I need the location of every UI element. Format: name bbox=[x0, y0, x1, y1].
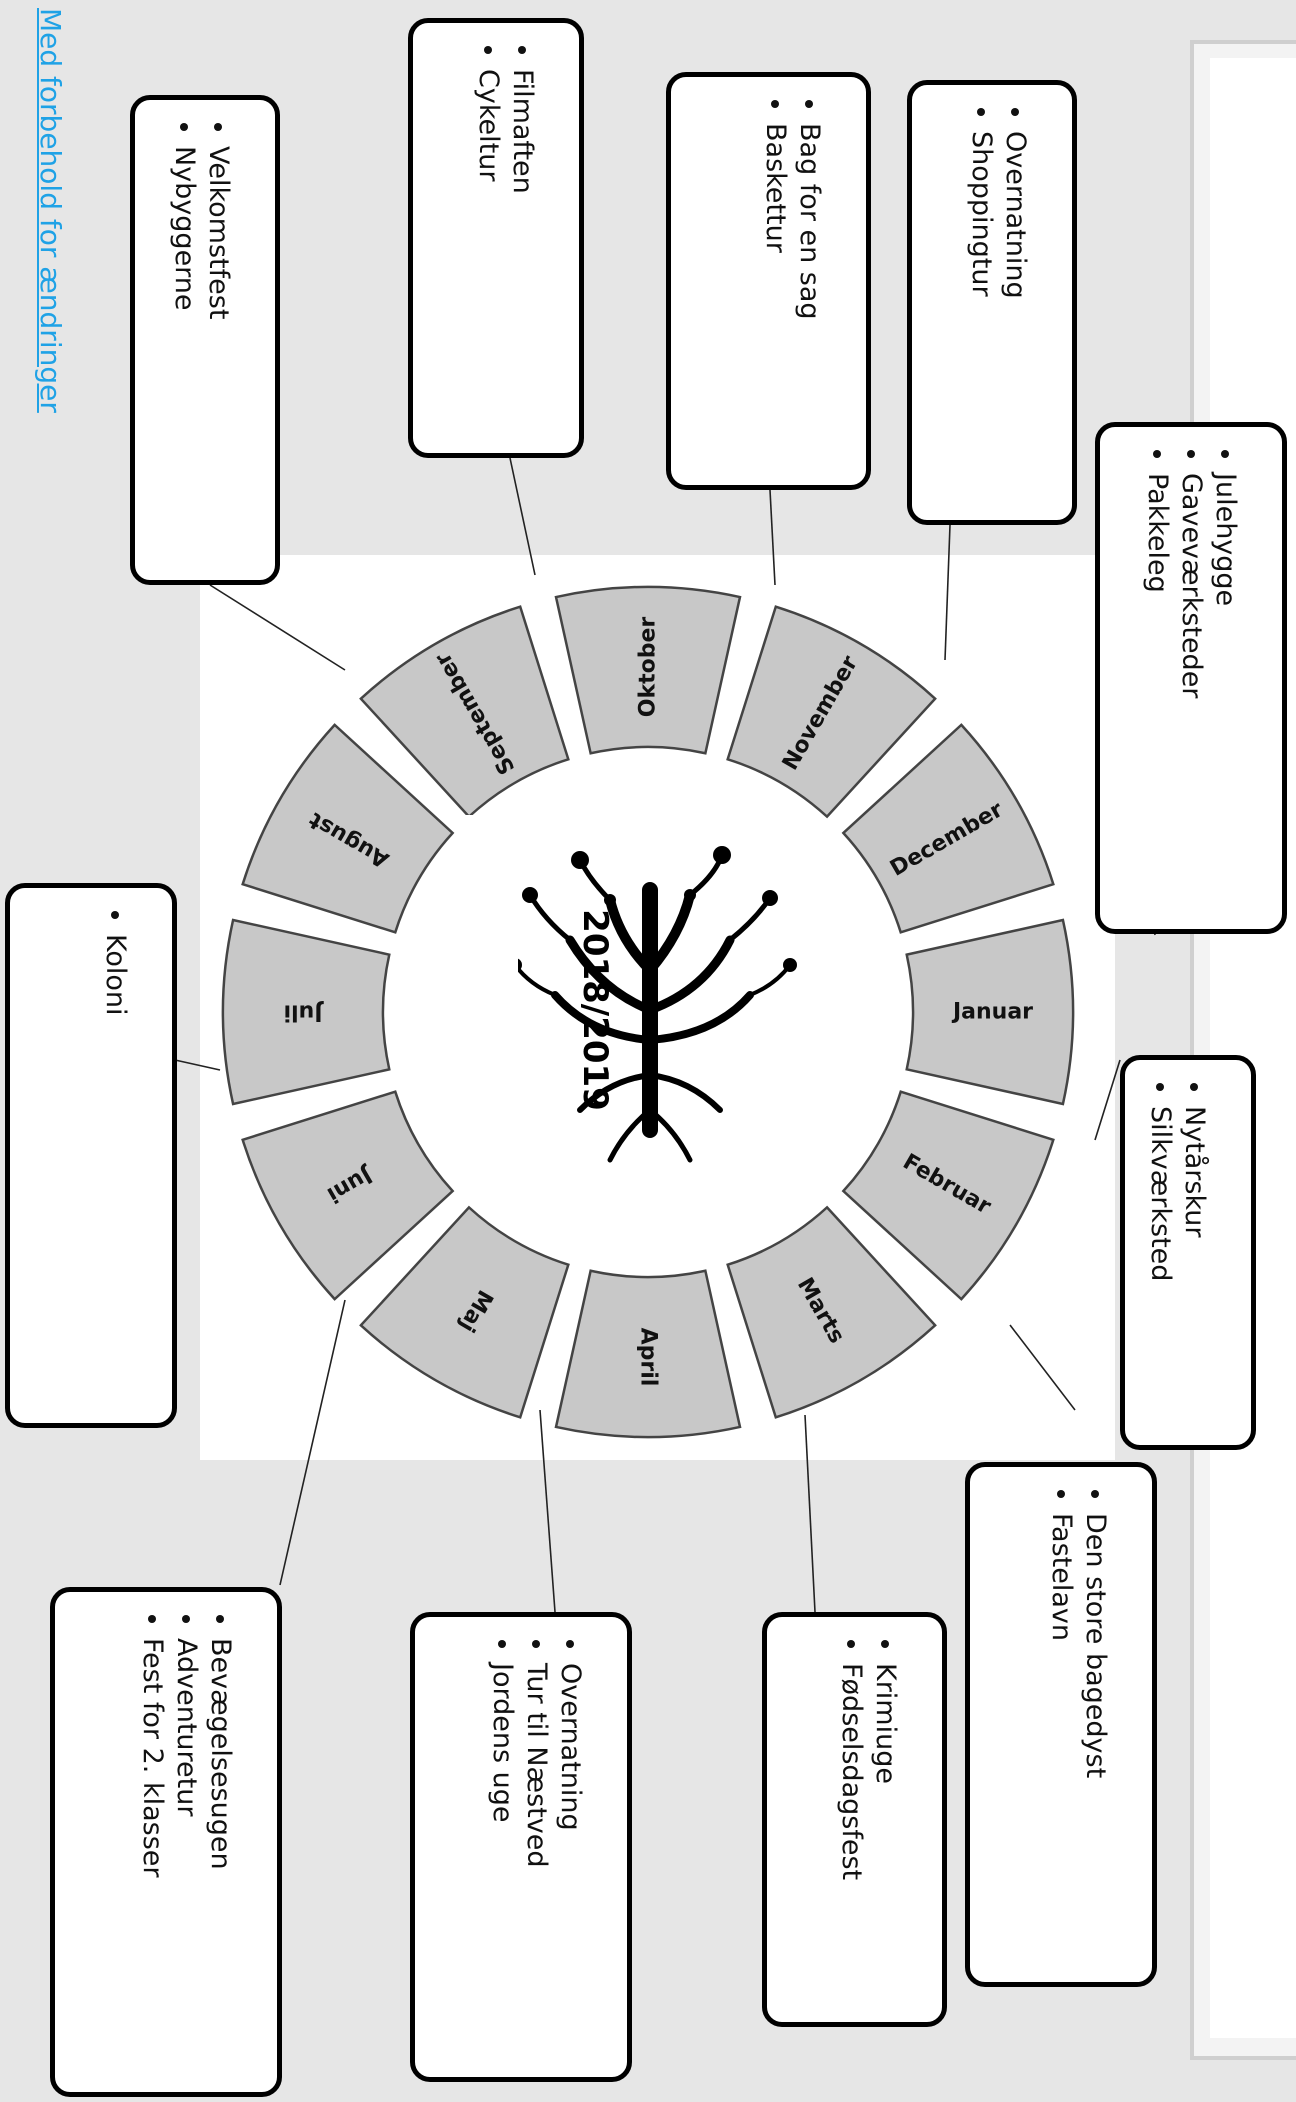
disclaimer-link[interactable]: Med forbehold for ændringer bbox=[32, 8, 68, 1488]
activity-item: Bevægelsesugen bbox=[203, 1638, 237, 2092]
leader-line bbox=[280, 1300, 345, 1585]
activity-box-jun: Koloni bbox=[5, 883, 177, 1428]
activity-list: KrimiugeFødselsdagsfest bbox=[767, 1617, 942, 2022]
activity-item: Pakkeleg bbox=[1140, 473, 1174, 929]
activity-box-mar: KrimiugeFødselsdagsfest bbox=[762, 1612, 947, 2027]
activity-item: Fastelavn bbox=[1044, 1513, 1078, 1982]
activity-item: Silkværksted bbox=[1143, 1106, 1177, 1445]
leader-line bbox=[1010, 1325, 1075, 1410]
activity-item: Filmaften bbox=[505, 69, 539, 453]
activity-box-dec: JulehyggeGaveværkstederPakkeleg bbox=[1095, 422, 1287, 934]
leader-line bbox=[770, 490, 775, 585]
leader-line bbox=[540, 1410, 555, 1612]
activity-item: Bag for en sag bbox=[792, 123, 826, 485]
activity-box-feb: Den store bagedystFastelavn bbox=[965, 1462, 1157, 1987]
activity-item: Fødselsdagsfest bbox=[834, 1663, 868, 2022]
activity-item: Shoppingtur bbox=[964, 131, 998, 520]
activity-item: Overnatning bbox=[998, 131, 1032, 520]
activity-box-maj: BevægelsesugenAdventureturFest for 2. kl… bbox=[50, 1587, 282, 2097]
activity-item: Nytårskur bbox=[1177, 1106, 1211, 1445]
activity-list: NytårskurSilkværksted bbox=[1125, 1060, 1251, 1445]
activity-item: Gaveværksteder bbox=[1174, 473, 1208, 929]
activity-list: BevægelsesugenAdventureturFest for 2. kl… bbox=[55, 1592, 277, 2092]
leader-line bbox=[210, 585, 345, 670]
activity-box-aug: VelkomstfestNybyggerne bbox=[130, 95, 280, 585]
activity-list: Den store bagedystFastelavn bbox=[970, 1467, 1152, 1982]
activity-list: OvernatningShoppingtur bbox=[912, 85, 1072, 520]
leader-line bbox=[1095, 1060, 1120, 1140]
activity-item: Adventuretur bbox=[169, 1638, 203, 2092]
activity-item: Baskettur bbox=[758, 123, 792, 485]
activity-box-jan: NytårskurSilkværksted bbox=[1120, 1055, 1256, 1450]
activity-item: Tur til Næstved bbox=[519, 1663, 553, 2077]
activity-item: Jordens uge bbox=[485, 1663, 519, 2077]
activity-list: VelkomstfestNybyggerne bbox=[135, 100, 275, 580]
leader-line bbox=[805, 1415, 815, 1612]
activity-item: Velkomstfest bbox=[201, 146, 235, 580]
activity-item: Den store bagedyst bbox=[1078, 1513, 1112, 1982]
month-label-juli: Juli bbox=[284, 1000, 325, 1025]
activity-list: Bag for en sagBaskettur bbox=[671, 77, 866, 485]
leader-line bbox=[945, 525, 950, 660]
leader-line bbox=[510, 458, 535, 575]
activity-item: Overnatning bbox=[553, 1663, 587, 2077]
activity-item: Koloni bbox=[98, 934, 132, 1423]
activity-box-apr: OvernatningTur til NæstvedJordens uge bbox=[410, 1612, 632, 2082]
activity-box-nov: OvernatningShoppingtur bbox=[907, 80, 1077, 525]
activity-box-sep: FilmaftenCykeltur bbox=[408, 18, 584, 458]
activity-box-okt: Bag for en sagBaskettur bbox=[666, 72, 871, 490]
activity-item: Krimiuge bbox=[868, 1663, 902, 2022]
activity-item: Cykeltur bbox=[471, 69, 505, 453]
activity-item: Julehygge bbox=[1208, 473, 1242, 929]
activity-list: JulehyggeGaveværkstederPakkeleg bbox=[1100, 427, 1282, 929]
activity-list: FilmaftenCykeltur bbox=[413, 23, 579, 453]
month-label-januar: Januar bbox=[951, 1000, 1033, 1025]
month-label-april: April bbox=[636, 1328, 661, 1387]
leader-line bbox=[175, 1060, 220, 1070]
title-strip bbox=[458, 815, 518, 1185]
month-label-oktober: Oktober bbox=[636, 617, 661, 718]
year-title: 2018/2019 bbox=[575, 885, 615, 1135]
activity-item: Fest for 2. klasser bbox=[135, 1638, 169, 2092]
activity-list: OvernatningTur til NæstvedJordens uge bbox=[415, 1617, 627, 2077]
activity-item: Nybyggerne bbox=[167, 146, 201, 580]
